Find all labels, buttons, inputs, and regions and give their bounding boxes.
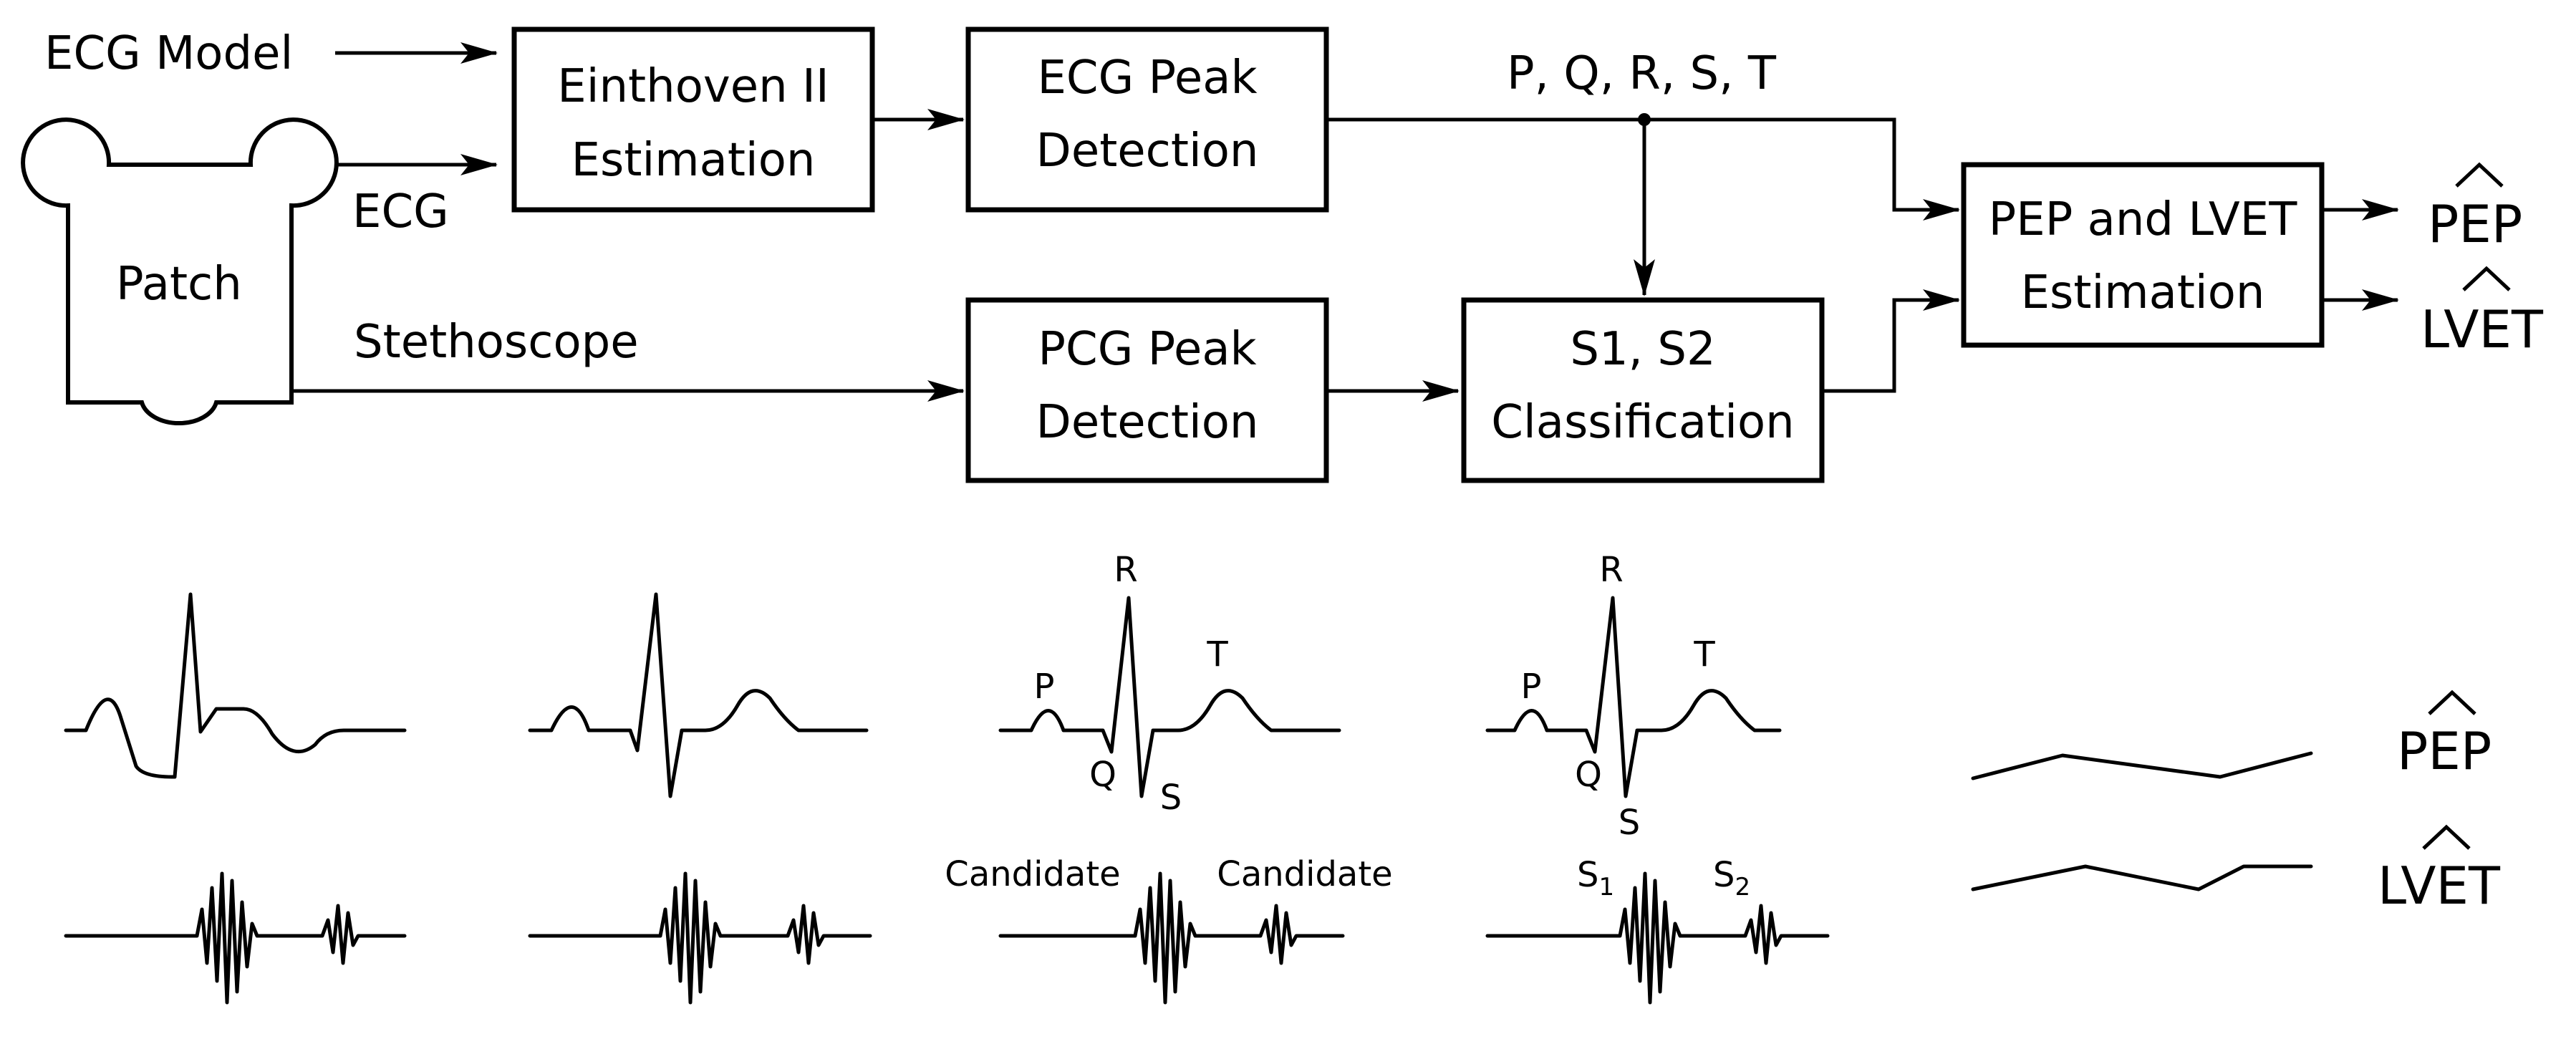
pqrst-label: P, Q, R, S, T — [1507, 47, 1777, 100]
pep-output-label: PEP — [2428, 194, 2522, 254]
pcg-peak-line2: Detection — [1036, 396, 1259, 449]
ecg-raw-waveform — [64, 592, 407, 779]
pep-lvet-estimation-block — [1961, 162, 2325, 348]
pcg-raw-waveform — [64, 871, 407, 1005]
ecg-annotated-waveform-2 — [1485, 596, 1782, 798]
pep-trend-line — [1971, 751, 2313, 780]
s1s2-line2: Classification — [1491, 396, 1794, 449]
ecg-peak-line1: ECG Peak — [1037, 52, 1257, 105]
pep-trend-hat — [2428, 690, 2476, 715]
pcg-filtered-waveform — [528, 871, 872, 1005]
s2-label: S2 — [1713, 855, 1750, 901]
s2-label-sub: 2 — [1735, 873, 1750, 901]
lvet-output-label: LVET — [2421, 299, 2544, 359]
candidate-label-1: Candidate — [945, 854, 1120, 894]
pcg-candidate-waveform — [998, 871, 1345, 1005]
ecg-einthoven-waveform — [528, 592, 869, 798]
wave1-q-label: Q — [1089, 755, 1116, 795]
lvet-trend-label: LVET — [2378, 856, 2501, 916]
wave1-s-label: S — [1160, 778, 1182, 818]
s1s2-to-pep-wire — [1822, 289, 1960, 393]
s1-label-base: S — [1577, 855, 1598, 895]
pcg-peak-line1: PCG Peak — [1038, 323, 1256, 376]
patch-label: Patch — [116, 258, 242, 311]
ecg-label: ECG — [352, 185, 449, 238]
wave2-r-label: R — [1599, 550, 1623, 590]
einthoven-line1: Einthoven II — [557, 60, 829, 113]
s1s2-line1: S1, S2 — [1570, 323, 1715, 376]
wave1-r-label: R — [1114, 550, 1137, 590]
ecg-annotated-waveform-1 — [998, 596, 1341, 798]
wave1-t-label: T — [1206, 634, 1228, 675]
wave2-p-label: P — [1521, 667, 1542, 707]
pep-trend-label: PEP — [2397, 721, 2491, 781]
ecgpeak-to-pep-wire — [1326, 117, 1960, 221]
wave2-s-label: S — [1619, 803, 1640, 843]
einthoven-estimation-block — [511, 26, 875, 213]
lvet-trend-line — [1971, 864, 2313, 891]
pcg-classified-waveform — [1485, 871, 1830, 1005]
s1-label-sub: 1 — [1598, 873, 1614, 901]
wave2-t-label: T — [1693, 634, 1715, 675]
lvet-trend-hat — [2422, 824, 2471, 850]
wave2-q-label: Q — [1575, 755, 1602, 795]
s1-label: S1 — [1577, 855, 1614, 901]
ecg-peak-line2: Detection — [1036, 125, 1259, 178]
stethoscope-label: Stethoscope — [354, 316, 639, 369]
s2-label-base: S — [1713, 855, 1735, 895]
pep-output-hat — [2455, 162, 2504, 188]
lvet-output-hat — [2462, 266, 2511, 291]
patch-outline — [21, 117, 339, 425]
einthoven-line2: Estimation — [571, 134, 816, 187]
wave1-p-label: P — [1034, 667, 1055, 707]
s1s2-classification-block — [1461, 297, 1825, 483]
pcg-peak-detection-block — [965, 297, 1329, 483]
pep-lvet-line1: PEP and LVET — [1989, 193, 2298, 246]
ecg-model-label: ECG Model — [44, 27, 293, 80]
ecg-peak-detection-block — [965, 26, 1329, 213]
candidate-label-2: Candidate — [1217, 854, 1392, 894]
pep-lvet-line2: Estimation — [2021, 266, 2265, 319]
